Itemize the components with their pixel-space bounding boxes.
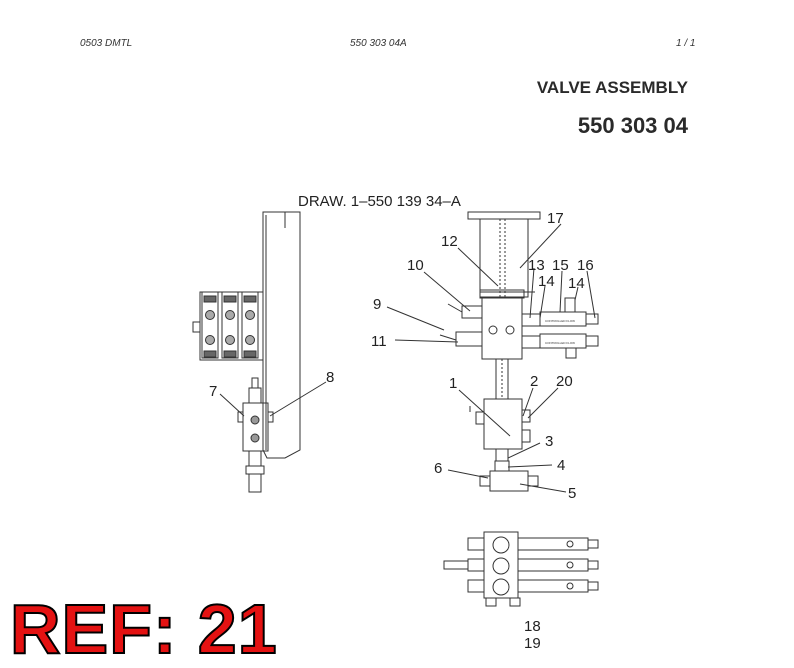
header-page-count: 1 / 1 [676,38,696,49]
header-doc-code: 0503 DMTL [80,38,133,49]
callout-8: 8 [326,369,334,386]
callout-3: 3 [545,433,553,450]
callout-14-right: 14 [568,275,585,292]
manifold-plan-view [443,531,599,607]
callout-9: 9 [373,296,381,313]
callout-7: 7 [209,383,217,400]
callout-18: 18 [524,618,541,635]
stacked-valve-blocks [192,291,259,359]
callout-11: 11 [371,333,387,350]
svg-text:CONTROLLED FLOW: CONTROLLED FLOW [545,341,575,345]
assembly-title: VALVE ASSEMBLY [536,78,688,97]
callout-20: 20 [556,373,573,390]
callout-14-left: 14 [538,273,555,290]
callout-1: 1 [449,375,457,392]
callout-2: 2 [530,373,538,390]
leader-lines [219,223,596,493]
callout-15: 15 [552,257,569,274]
callout-numbers: 7 8 9 10 11 12 13 14 15 14 16 17 1 2 20 … [209,210,594,652]
callout-16: 16 [577,257,594,274]
callout-10: 10 [407,257,424,274]
callout-5: 5 [568,485,576,502]
callout-17: 17 [547,210,564,227]
ref-number-label: REF: 21 [9,590,278,668]
svg-text:CONTROLLED FLOW: CONTROLLED FLOW [545,319,575,323]
drawing-reference: DRAW. 1–550 139 34–A [298,193,461,210]
callout-13: 13 [528,257,545,274]
right-front-view: CONTROLLED FLOW CONTROLLED FLOW [439,211,599,492]
assembly-part-number: 550 303 04 [577,113,688,138]
callout-6: 6 [434,460,442,477]
callout-19: 19 [524,635,541,652]
left-side-view [192,211,301,493]
callout-4: 4 [557,457,565,474]
callout-12: 12 [441,233,458,250]
header-drawing-id: 550 303 04A [350,38,407,49]
